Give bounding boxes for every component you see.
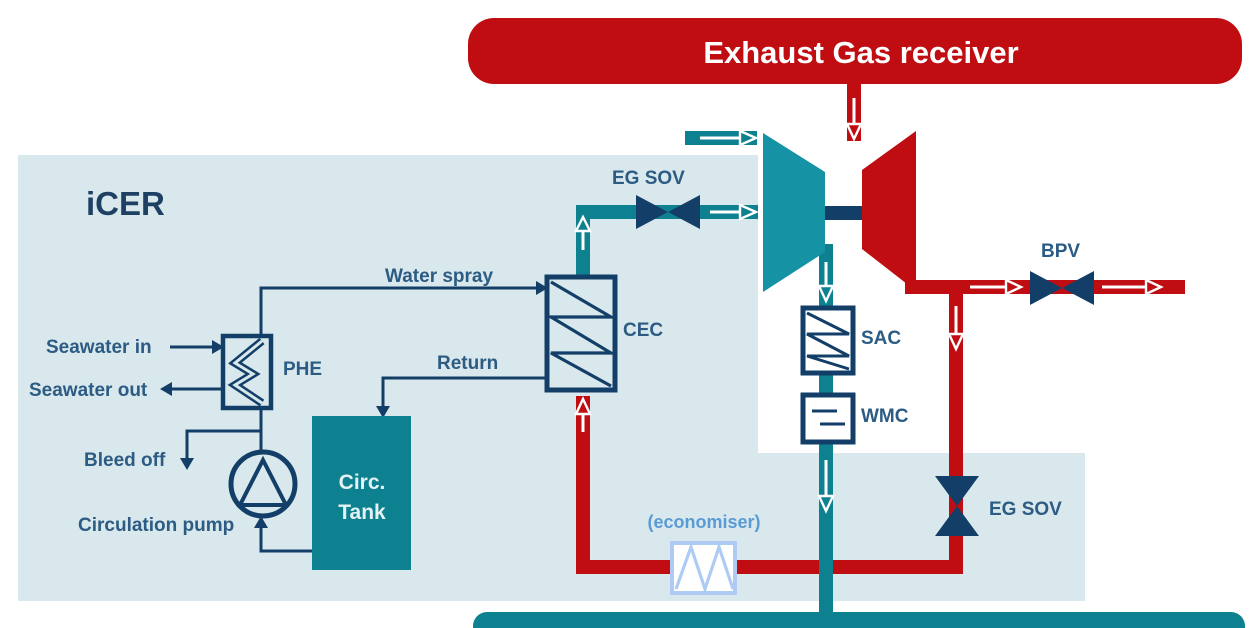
seawater-in-arrowhead xyxy=(212,340,224,354)
flow-arrow-to-compressor xyxy=(710,203,759,221)
economiser-coil-symbol xyxy=(674,541,735,595)
seawater-out-label: Seawater out xyxy=(29,380,148,401)
turbo-shaft xyxy=(825,206,862,220)
icer-title: iCER xyxy=(86,185,165,222)
bpv-label: BPV xyxy=(1041,241,1080,262)
water-spray-line xyxy=(259,286,536,334)
sac-coil-symbol xyxy=(806,311,850,371)
sac-cooler xyxy=(800,305,856,376)
flow-arrow-cec-up xyxy=(574,214,592,250)
water-spray-arrowhead xyxy=(536,281,548,295)
bleed-off-arrowhead xyxy=(180,458,194,470)
seawater-in-label: Seawater in xyxy=(46,337,152,358)
bleed-off-line xyxy=(185,429,261,458)
flow-arrow-to-band xyxy=(817,460,835,514)
phe-label: PHE xyxy=(283,359,322,380)
turbocharger xyxy=(763,131,916,292)
exhaust-gas-receiver-label: Exhaust Gas receiver xyxy=(703,35,1018,70)
circ-tank-label-line2: Tank xyxy=(338,501,386,524)
bleed-off-label: Bleed off xyxy=(84,450,166,471)
cec-label: CEC xyxy=(623,320,663,341)
compressor xyxy=(763,133,825,292)
phe-heat-exchanger xyxy=(220,333,274,411)
flow-arrow-to-turbine xyxy=(845,98,863,142)
turbine xyxy=(862,131,916,291)
egr-recirculation-pipe xyxy=(576,290,963,574)
seawater-out-arrowhead xyxy=(160,382,172,396)
flow-arrow-air-inlet xyxy=(700,129,759,147)
eg-sov-bottom-label: EG SOV xyxy=(989,499,1062,520)
circulation-pump-label: Circulation pump xyxy=(78,515,234,536)
economiser xyxy=(670,541,737,595)
flow-arrow-egr-down xyxy=(947,306,965,352)
pump-triangle-symbol xyxy=(236,455,290,507)
return-label: Return xyxy=(437,353,498,374)
tank-to-pump-arrowhead xyxy=(254,516,268,528)
flow-arrow-turbine-out xyxy=(970,278,1024,296)
icer-region-extension xyxy=(758,453,1085,601)
flow-arrow-after-bpv xyxy=(1102,278,1164,296)
scavenge-air-band xyxy=(473,612,1245,628)
sac-label: SAC xyxy=(861,328,901,349)
wmc-water-mist-catcher xyxy=(800,392,856,445)
eg-sov-bottom-valve xyxy=(935,476,979,536)
tank-to-pump-line xyxy=(259,528,313,553)
wmc-label: WMC xyxy=(861,406,909,427)
bpv-valve xyxy=(1030,271,1094,305)
circulating-tank: Circ. Tank xyxy=(312,416,411,570)
economiser-label: (economiser) xyxy=(647,512,760,532)
circulation-pump xyxy=(228,449,298,519)
return-arrowhead xyxy=(376,406,390,418)
water-spray-label: Water spray xyxy=(385,266,493,287)
cec-coil-symbol xyxy=(545,280,617,388)
cec-cooler xyxy=(544,274,618,393)
exhaust-gas-receiver-banner xyxy=(468,18,1242,84)
wmc-symbol xyxy=(812,409,845,426)
eg-sov-top-label: EG SOV xyxy=(612,168,685,189)
flow-arrow-into-cec xyxy=(574,396,592,432)
flow-arrow-to-sac xyxy=(817,262,835,304)
return-line xyxy=(381,376,547,406)
eg-sov-top-valve xyxy=(636,195,700,229)
circ-tank-label-line1: Circ. xyxy=(339,471,386,494)
